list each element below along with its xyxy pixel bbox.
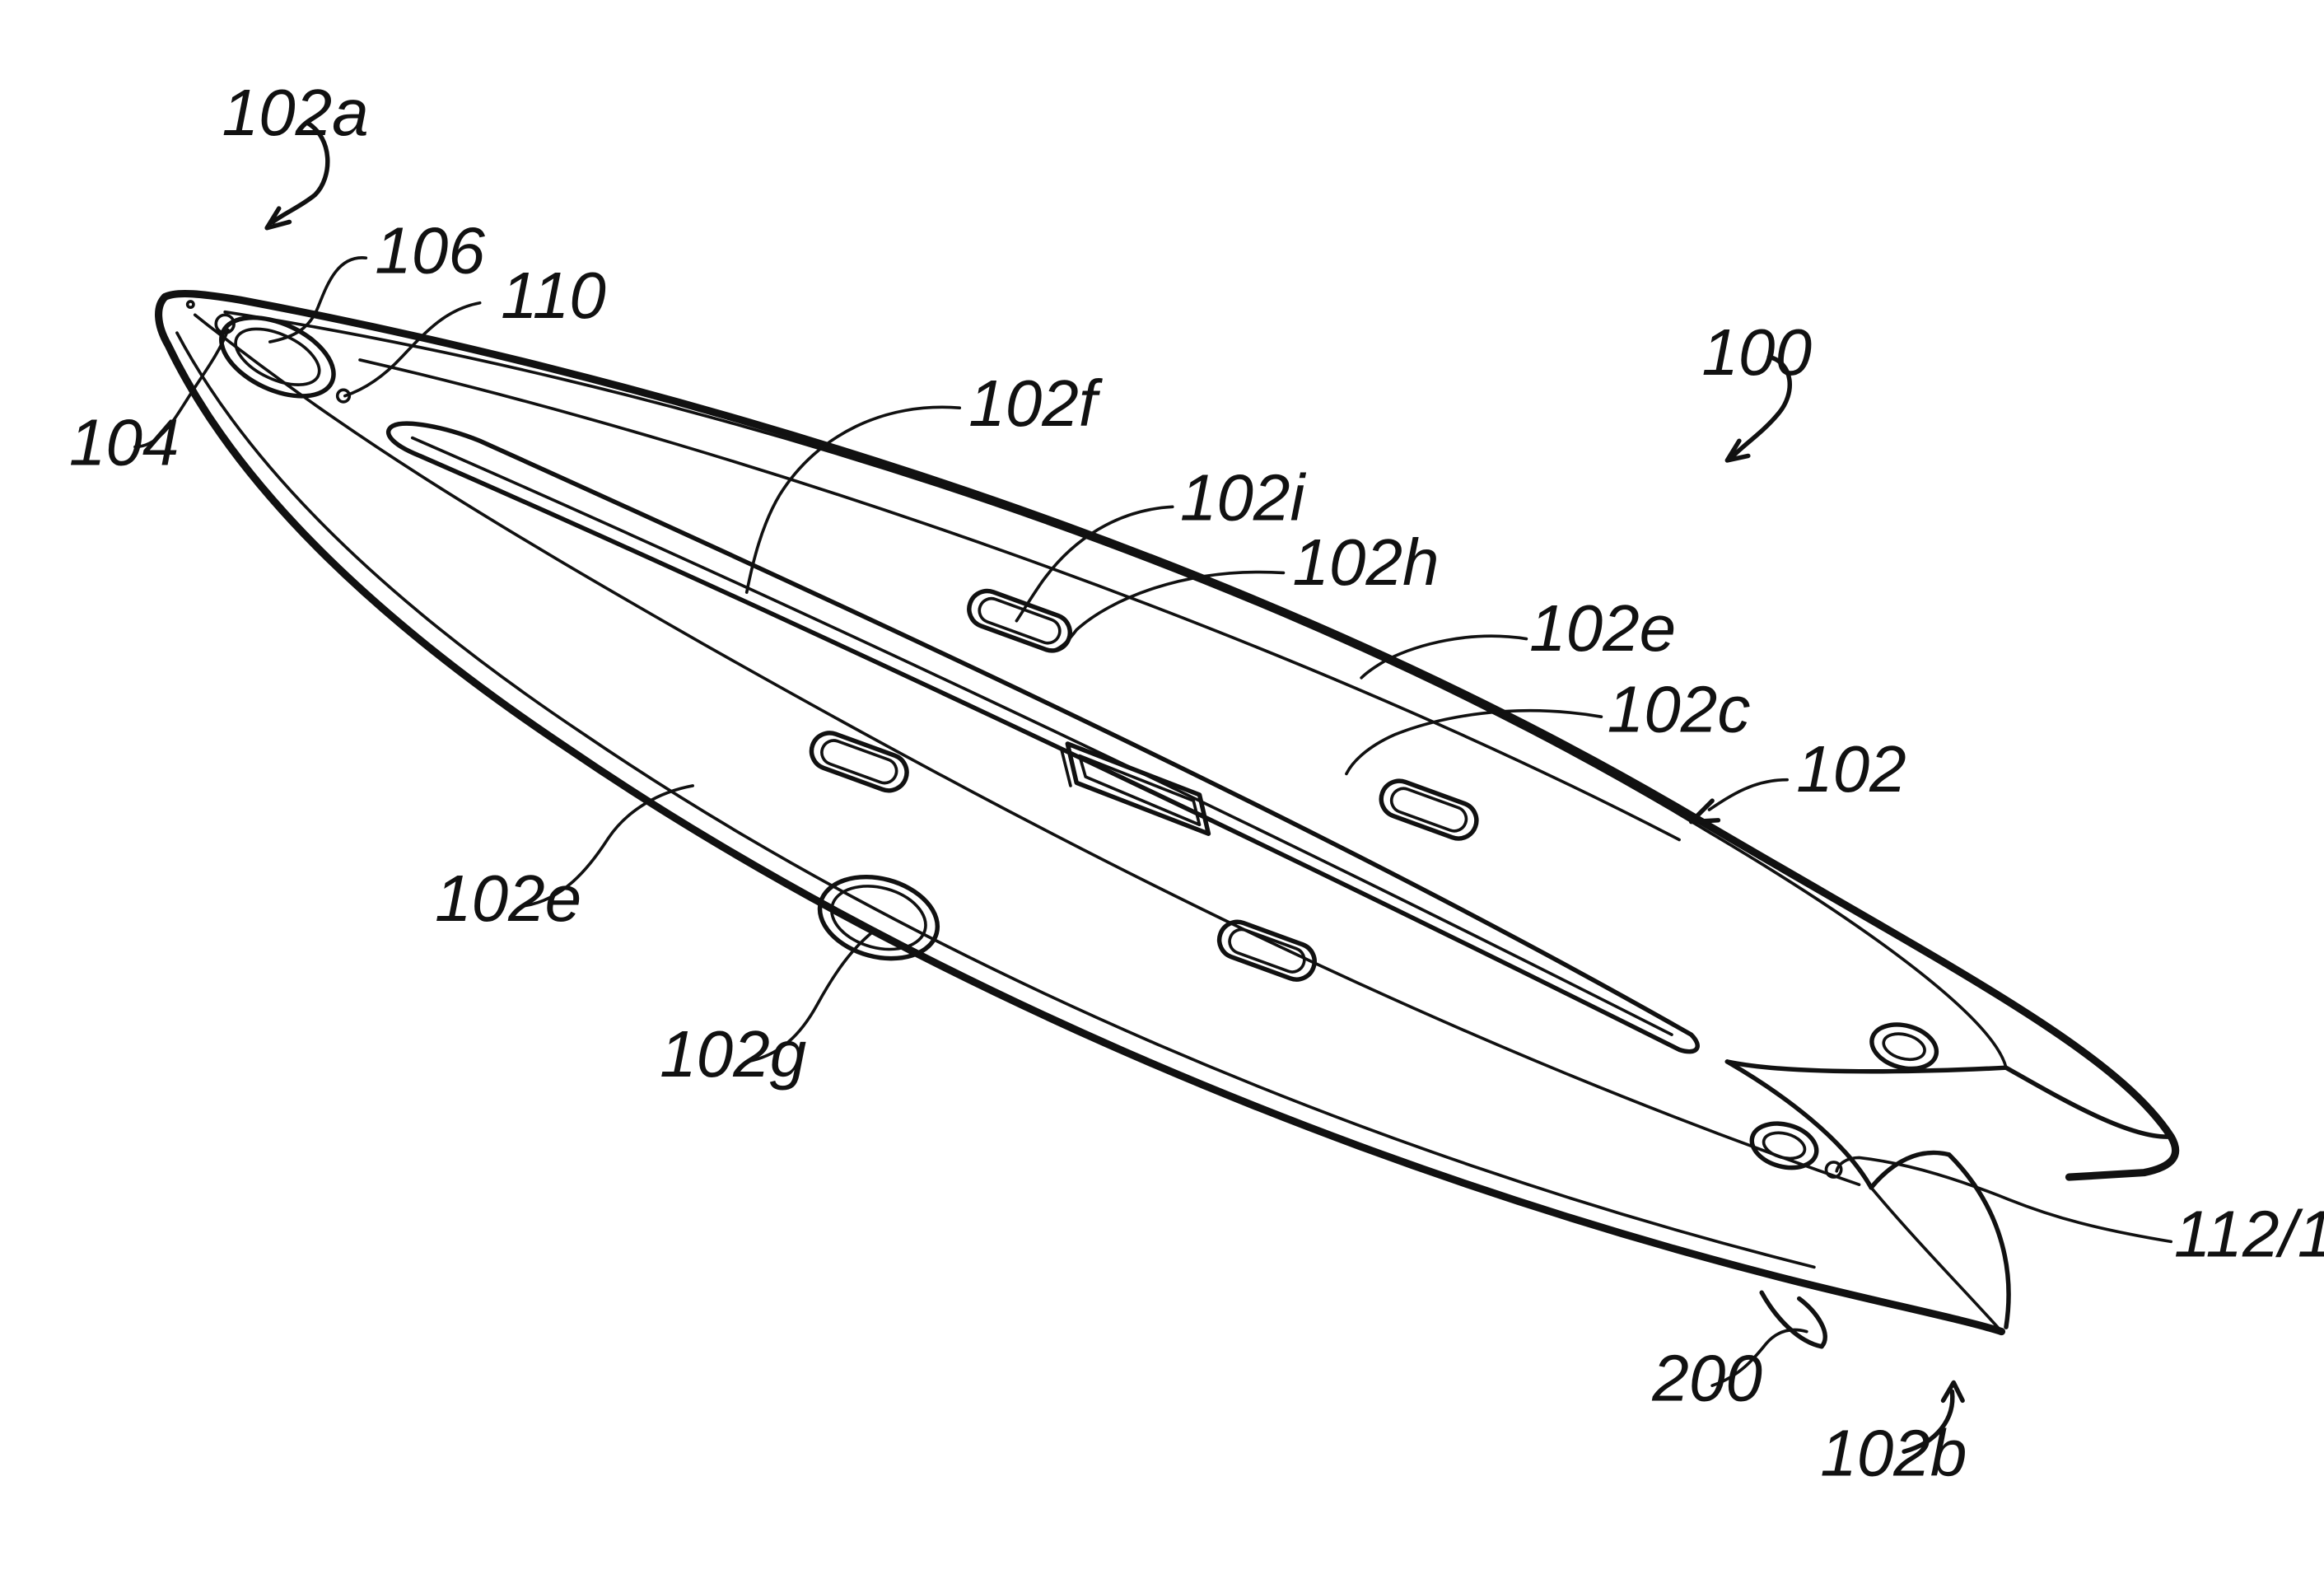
label-102g: 102g (660, 1016, 806, 1091)
label-200: 200 (1651, 1340, 1762, 1414)
label-102: 102 (1796, 731, 1906, 806)
label-112-112a: 112/112a (2174, 1197, 2324, 1271)
label-102a: 102a (222, 75, 369, 149)
center-handle (1062, 744, 1208, 834)
label-102i: 102i (1180, 460, 1307, 535)
label-102e-top: 102e (1529, 591, 1676, 665)
reference-labels: 102a 106 110 104 102f 100 102i 102h 102e… (69, 75, 2324, 1490)
label-102h: 102h (1292, 525, 1439, 599)
label-102b: 102b (1820, 1415, 1967, 1489)
label-102e-side: 102e (435, 861, 581, 935)
label-106: 106 (375, 213, 485, 287)
label-110: 110 (501, 258, 606, 332)
label-104: 104 (69, 404, 180, 479)
label-100: 100 (1701, 315, 1812, 389)
label-102c: 102c (1608, 671, 1751, 745)
label-102f: 102f (968, 366, 1104, 440)
